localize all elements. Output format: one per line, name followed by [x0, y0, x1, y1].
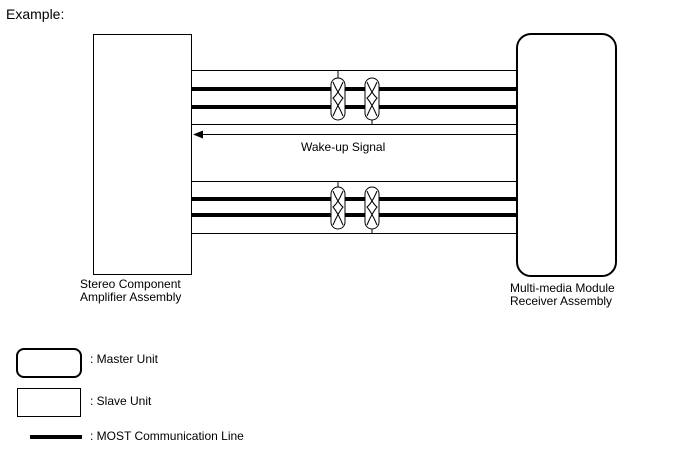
legend-master-label: : Master Unit: [90, 352, 159, 366]
diagram-title: Example:: [6, 6, 65, 22]
twisted-pair-icon: [330, 181, 380, 234]
legend-most-label: : MOST Communication Line: [90, 429, 244, 443]
lower-harness: [192, 181, 517, 234]
slave-unit-label-line1: Stereo Component: [80, 277, 181, 291]
master-unit-label: Multi-media Module Receiver Assembly: [510, 282, 615, 308]
slave-unit-label-line2: Amplifier Assembly: [80, 290, 182, 304]
wake-up-signal-label: Wake-up Signal: [301, 140, 386, 154]
upper-harness: [192, 70, 517, 125]
master-unit-label-line1: Multi-media Module: [510, 281, 615, 295]
slave-unit-label: Stereo Component Amplifier Assembly: [80, 278, 181, 304]
legend-slave-label: : Slave Unit: [90, 394, 152, 408]
twisted-pair-icon: [330, 70, 380, 125]
slave-unit-box: [93, 34, 192, 275]
master-unit-label-line2: Receiver Assembly: [510, 294, 613, 308]
master-unit-box: [516, 33, 617, 277]
legend-master-symbol: [16, 348, 82, 378]
wake-up-signal-arrow: [193, 130, 517, 139]
legend-slave-symbol: [17, 388, 81, 417]
